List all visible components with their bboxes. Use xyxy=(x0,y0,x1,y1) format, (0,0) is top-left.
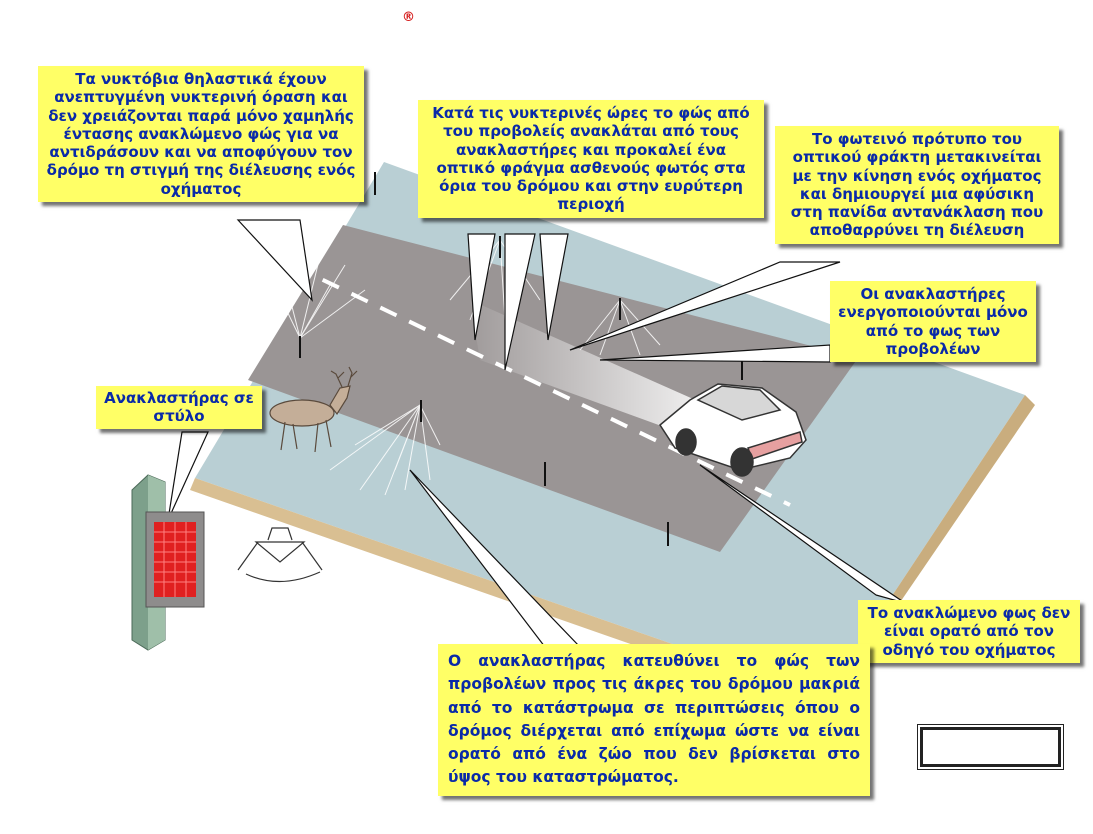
deer-figure xyxy=(269,366,358,453)
callout-headlight-only: Οι ανακλαστήρες ενεργοποιούνται μόνο από… xyxy=(830,281,1036,363)
callout-deer-vision: Τα νυκτόβια θηλαστικά έχουν ανεπτυγμένη … xyxy=(38,66,364,203)
callout-moving-pattern: Το φωτεινό πρότυπο του οπτικού φράκτη με… xyxy=(775,126,1059,244)
car xyxy=(659,383,807,477)
empty-frame-box xyxy=(917,724,1064,770)
road-surface xyxy=(248,225,858,552)
reflector-section-diagram xyxy=(237,527,323,583)
center-line xyxy=(264,250,791,507)
callout-not-visible-driver: Το ανακλώμενο φως δεν είναι ορατό από το… xyxy=(858,600,1080,663)
callout-pointers xyxy=(167,219,906,648)
post-reflector xyxy=(131,474,205,651)
callout-post-reflector: Ανακλαστήρας σε στύλο xyxy=(96,386,262,429)
delineator-posts xyxy=(299,172,743,546)
headlight-beam xyxy=(470,300,700,440)
registered-mark: ® xyxy=(402,10,415,25)
callout-night-barrier: Κατά τις νυκτερινές ώρες το φώς από του … xyxy=(418,100,764,218)
callout-reflector-direction: Ο ανακλαστήρας κατευθύνει το φώς των προ… xyxy=(438,644,870,796)
